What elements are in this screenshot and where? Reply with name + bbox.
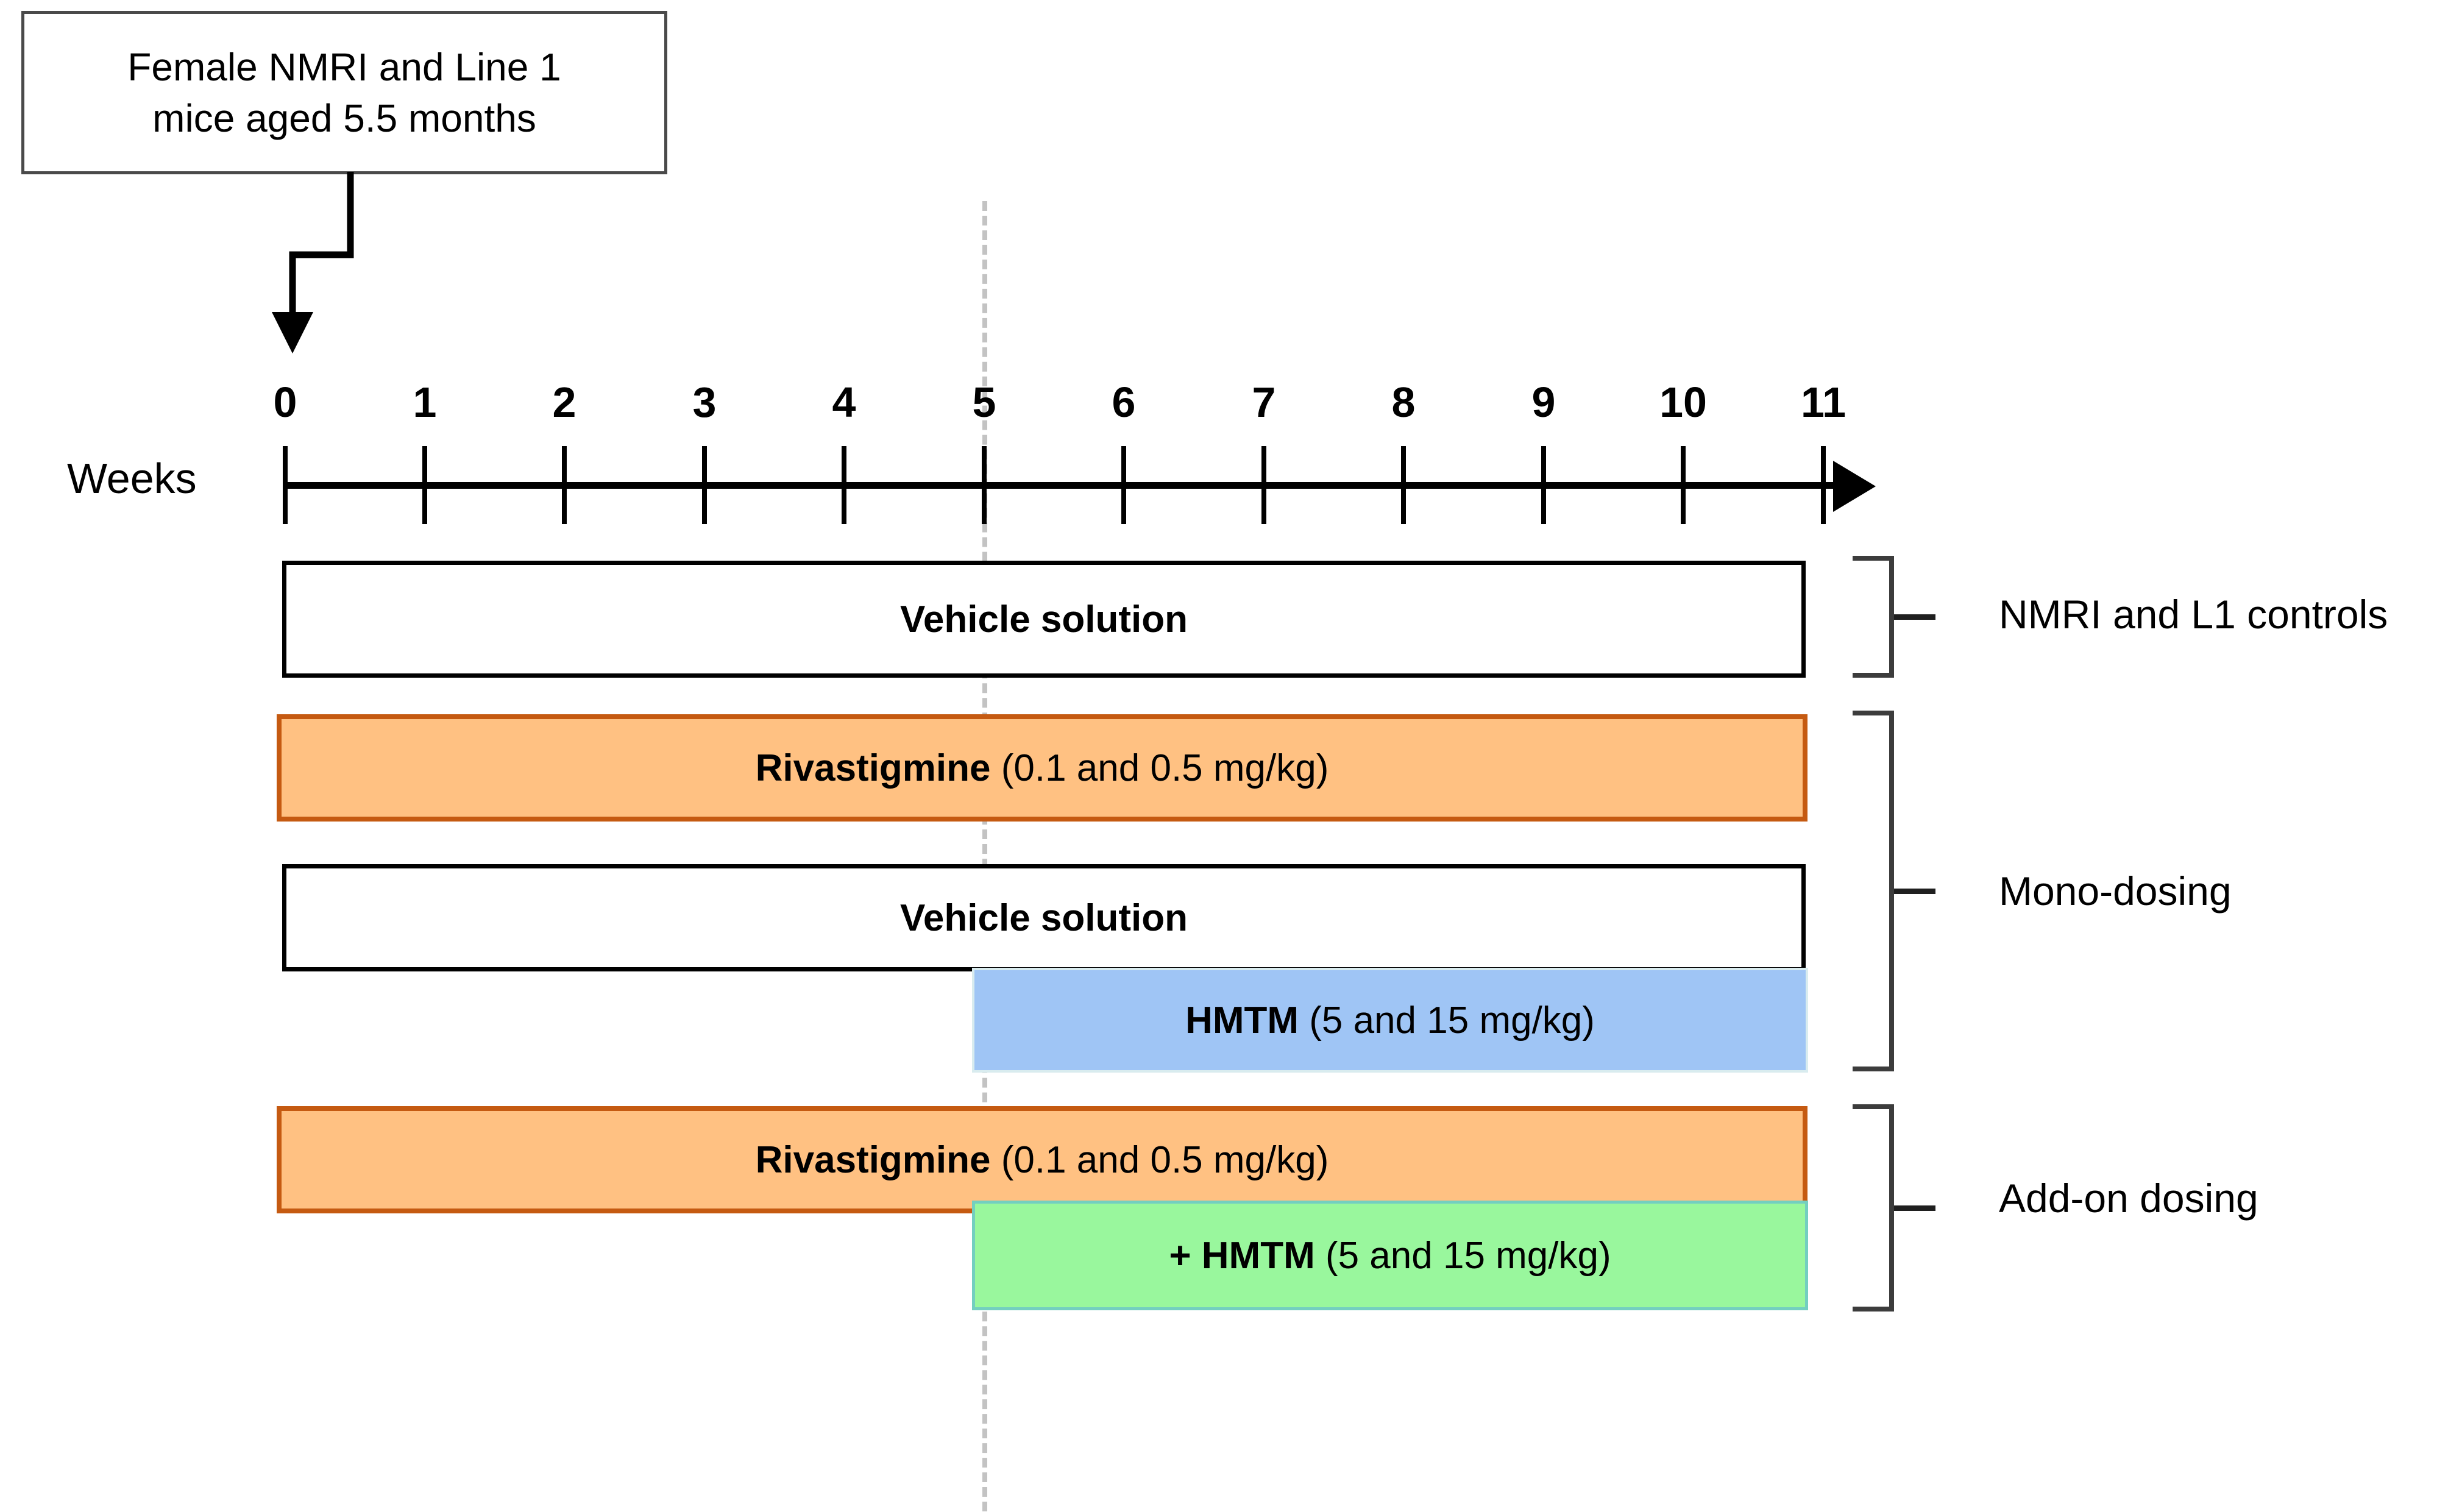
bracket-mono-dosing <box>1853 711 1938 1071</box>
bracket-spine <box>1889 556 1894 678</box>
tick-label-week-4: 4 <box>832 378 856 426</box>
bracket-spine <box>1889 1104 1894 1311</box>
bar-label-bold: Rivastigmine <box>755 747 991 789</box>
tick-mark-week-8 <box>1401 446 1406 524</box>
tick-mark-week-11 <box>1821 446 1826 524</box>
bracket-arm-bottom <box>1853 1307 1894 1311</box>
bar-label-bold: + HMTM <box>1169 1234 1315 1277</box>
bar-hmtm-addon[interactable]: + HMTM (5 and 15 mg/kg) <box>972 1201 1808 1310</box>
bracket-arm-bottom <box>1853 673 1894 678</box>
bracket-spine <box>1889 711 1894 1071</box>
tick-mark-week-3 <box>702 446 707 524</box>
bracket-arm-top <box>1853 711 1894 715</box>
tick-mark-week-2 <box>562 446 567 524</box>
bar-label-bold: Vehicle solution <box>900 896 1188 939</box>
bar-label-vehicle-mono: Vehicle solution <box>900 896 1188 940</box>
bracket-add-on-dosing <box>1853 1104 1938 1311</box>
bar-label-plain: (0.1 and 0.5 mg/kg) <box>990 747 1329 789</box>
bar-hmtm-mono[interactable]: HMTM (5 and 15 mg/kg) <box>972 968 1808 1073</box>
tick-mark-week-5 <box>982 446 987 524</box>
bar-vehicle-mono[interactable]: Vehicle solution <box>282 864 1806 971</box>
timeline-axis-line <box>285 482 1839 489</box>
bar-rivastigmine-addon[interactable]: Rivastigmine (0.1 and 0.5 mg/kg) <box>277 1106 1807 1213</box>
tick-mark-week-1 <box>422 446 427 524</box>
bar-label-plain: (5 and 15 mg/kg) <box>1314 1234 1611 1277</box>
tick-mark-week-6 <box>1121 446 1126 524</box>
tick-label-week-0: 0 <box>273 378 297 426</box>
weeks-axis-label: Weeks <box>67 455 197 502</box>
bar-label-vehicle-controls: Vehicle solution <box>900 598 1188 641</box>
tick-label-week-1: 1 <box>413 378 437 426</box>
timeline-arrow-head <box>1833 461 1876 512</box>
bar-label-bold: HMTM <box>1185 999 1299 1042</box>
tick-label-week-2: 2 <box>552 378 576 426</box>
bar-label-plain: (0.1 and 0.5 mg/kg) <box>990 1138 1329 1181</box>
tick-mark-week-9 <box>1541 446 1546 524</box>
bracket-controls <box>1853 556 1938 678</box>
cohort-to-timeline-arrow <box>272 172 354 353</box>
bracket-stem <box>1894 1205 1935 1211</box>
week-5-dashed-marker <box>982 201 987 1511</box>
cohort-line-1: Female NMRI and Line 1 <box>127 44 561 89</box>
tick-label-week-6: 6 <box>1112 378 1136 426</box>
tick-mark-week-4 <box>842 446 846 524</box>
group-label-add-on-dosing: Add-on dosing <box>1999 1176 2258 1221</box>
bar-label-plain: (5 and 15 mg/kg) <box>1299 999 1595 1042</box>
tick-mark-week-7 <box>1261 446 1266 524</box>
tick-label-week-10: 10 <box>1659 378 1707 426</box>
bar-label-hmtm-mono: HMTM (5 and 15 mg/kg) <box>1185 999 1595 1042</box>
bracket-arm-top <box>1853 556 1894 561</box>
group-label-mono-dosing: Mono-dosing <box>1999 868 2232 914</box>
bracket-arm-bottom <box>1853 1067 1894 1071</box>
tick-label-week-3: 3 <box>692 378 717 426</box>
cohort-line-2: mice aged 5.5 months <box>152 96 536 140</box>
tick-label-week-9: 9 <box>1531 378 1556 426</box>
bar-label-hmtm-addon: + HMTM (5 and 15 mg/kg) <box>1169 1234 1611 1277</box>
bar-label-bold: Rivastigmine <box>755 1138 991 1181</box>
tick-label-week-11: 11 <box>1801 378 1846 426</box>
bracket-arm-top <box>1853 1104 1894 1109</box>
tick-mark-week-10 <box>1681 446 1686 524</box>
cohort-text: Female NMRI and Line 1 mice aged 5.5 mon… <box>99 41 589 144</box>
bracket-stem <box>1894 889 1935 894</box>
bar-label-rivastigmine-mono: Rivastigmine (0.1 and 0.5 mg/kg) <box>756 747 1329 790</box>
tick-label-week-7: 7 <box>1252 378 1276 426</box>
bracket-stem <box>1894 614 1935 620</box>
bar-label-bold: Vehicle solution <box>900 598 1188 641</box>
group-label-controls: NMRI and L1 controls <box>1999 592 2388 637</box>
tick-mark-week-0 <box>283 446 288 524</box>
bar-label-rivastigmine-addon: Rivastigmine (0.1 and 0.5 mg/kg) <box>756 1138 1329 1182</box>
cohort-box: Female NMRI and Line 1 mice aged 5.5 mon… <box>21 11 667 174</box>
tick-label-week-8: 8 <box>1391 378 1416 426</box>
bar-vehicle-controls[interactable]: Vehicle solution <box>282 561 1806 678</box>
tick-label-week-5: 5 <box>972 378 996 426</box>
bar-rivastigmine-mono[interactable]: Rivastigmine (0.1 and 0.5 mg/kg) <box>277 714 1807 822</box>
